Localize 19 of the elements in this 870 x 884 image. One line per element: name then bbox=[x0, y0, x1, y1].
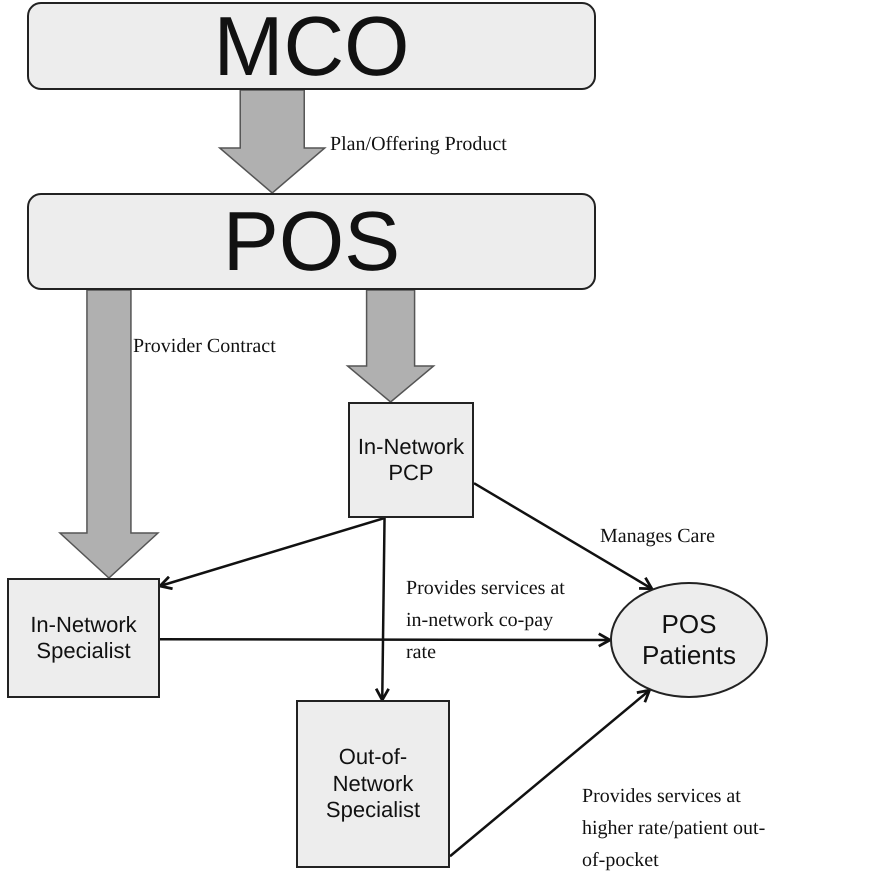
block-arrow bbox=[218, 89, 327, 194]
arrow bbox=[374, 518, 390, 702]
edge-label: Provider Contract bbox=[133, 334, 277, 359]
edge-label: Manages Care bbox=[600, 524, 716, 549]
block-arrow bbox=[58, 289, 160, 580]
process-box: Out-of- Network Specialist bbox=[296, 700, 450, 868]
edge-label: Provides services at in-network co-pay rate bbox=[406, 576, 566, 665]
arrow bbox=[473, 482, 654, 590]
edge-label: Provides services at higher rate/patient out-of-pocket bbox=[582, 784, 766, 873]
arrow bbox=[449, 688, 651, 858]
process-box: In-Network PCP bbox=[348, 402, 474, 518]
arrow bbox=[158, 516, 385, 590]
edge-label: Plan/Offering Product bbox=[330, 132, 508, 157]
ellipse-node: POS Patients bbox=[610, 582, 768, 698]
process-box: MCO bbox=[27, 2, 596, 90]
process-box: In-Network Specialist bbox=[7, 578, 160, 698]
arrow bbox=[160, 632, 612, 648]
block-arrow bbox=[346, 289, 436, 403]
process-box: POS bbox=[27, 193, 596, 290]
